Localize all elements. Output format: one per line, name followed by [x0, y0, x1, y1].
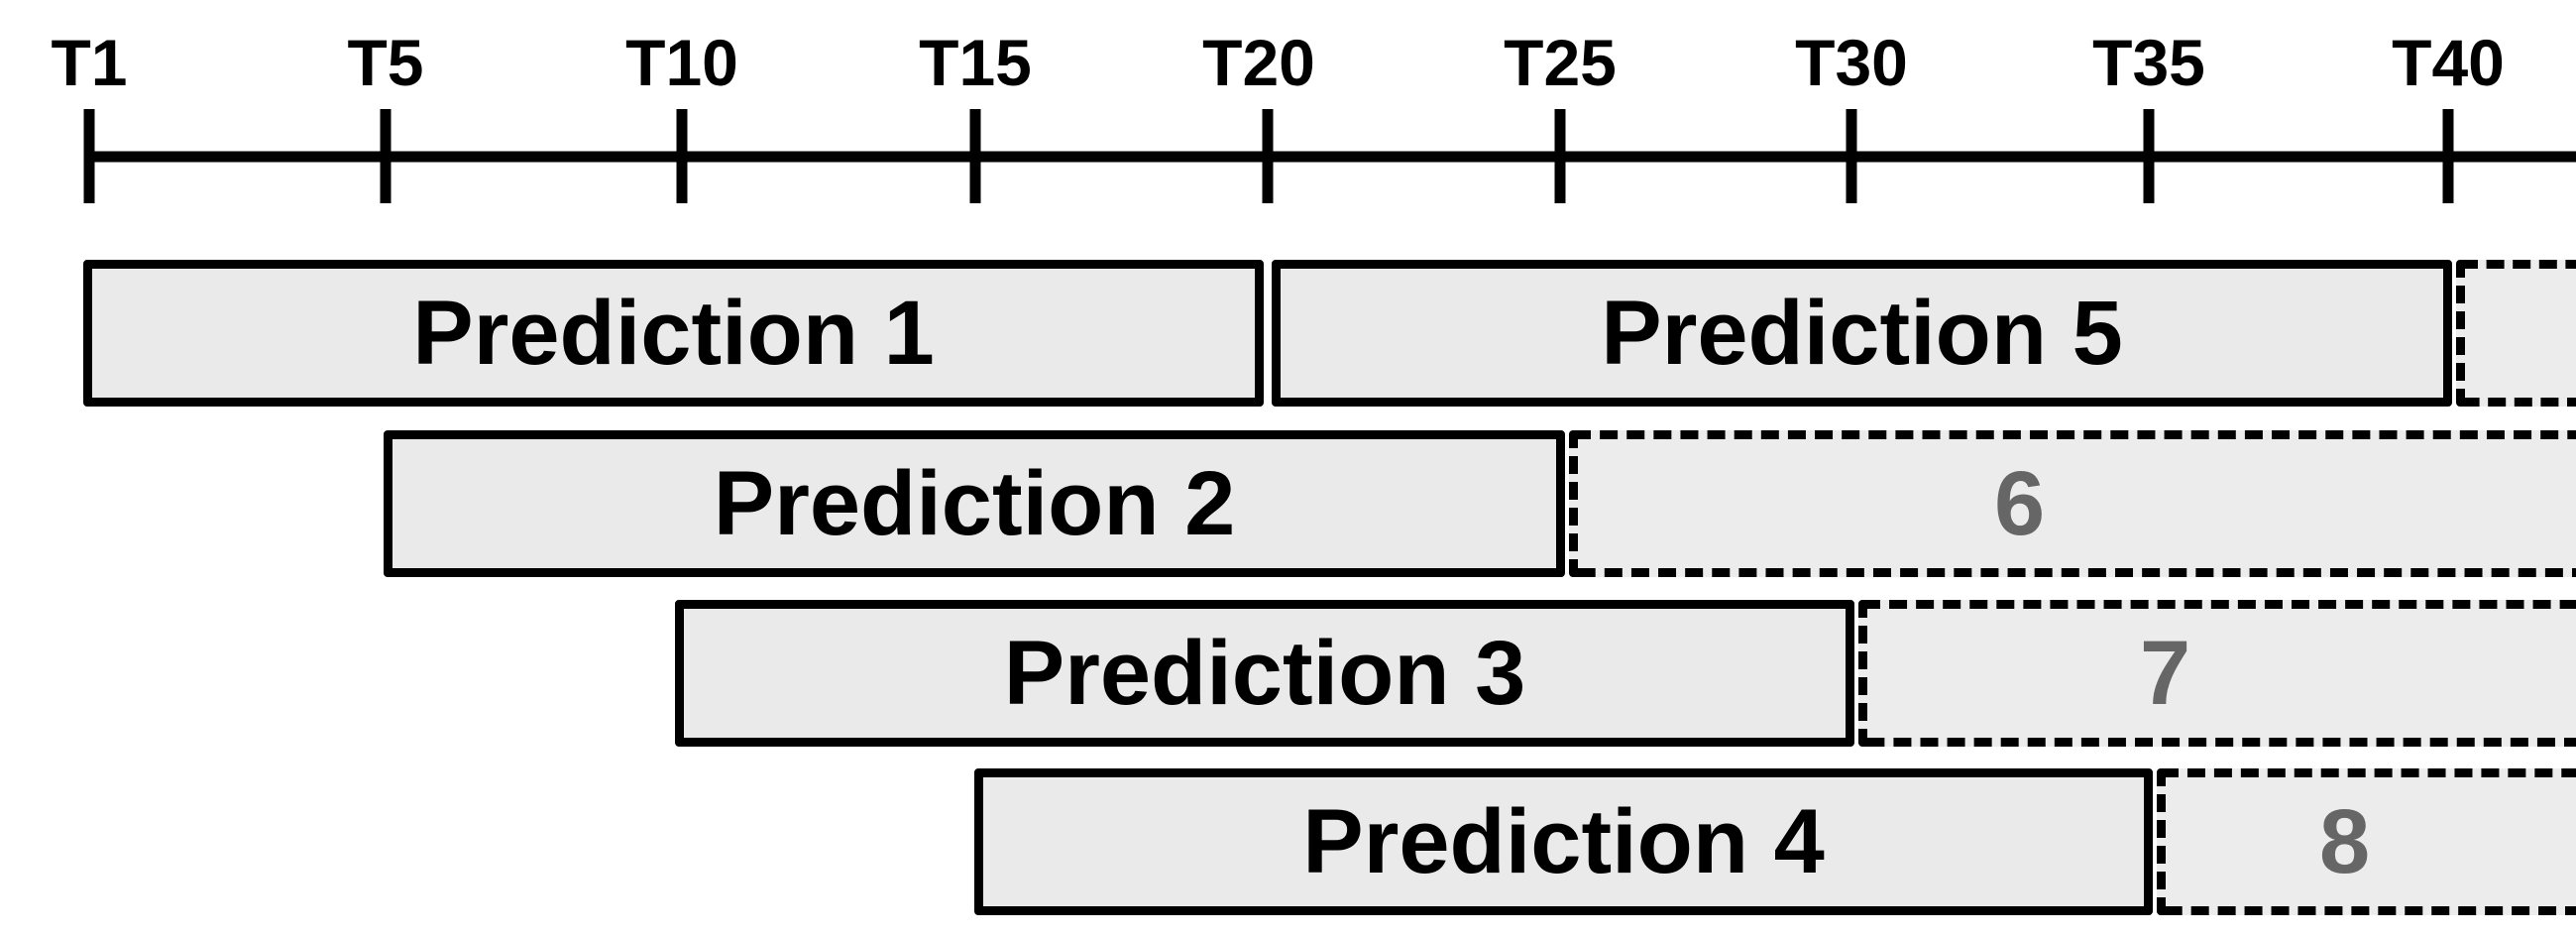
prediction-1-box: Prediction 1 — [83, 260, 1264, 407]
prediction-2-label: Prediction 2 — [713, 453, 1236, 554]
prediction-7-box: 7 — [1858, 600, 2576, 747]
prediction-9-partial-box — [2456, 260, 2576, 407]
tick-label-t1: T1 — [51, 26, 128, 99]
tick-label-t35: T35 — [2092, 26, 2205, 99]
tick-label-t15: T15 — [919, 26, 1032, 99]
prediction-6-box: 6 — [1569, 430, 2576, 577]
prediction-3-label: Prediction 3 — [1003, 623, 1526, 724]
prediction-6-label: 6 — [1994, 453, 2046, 554]
tick-label-t20: T20 — [1202, 26, 1315, 99]
prediction-5-box: Prediction 5 — [1272, 260, 2452, 407]
tick-label-t10: T10 — [625, 26, 738, 99]
tick-label-t40: T40 — [2392, 26, 2505, 99]
tick-label-t25: T25 — [1504, 26, 1617, 99]
prediction-4-label: Prediction 4 — [1302, 791, 1825, 892]
tick-label-t5: T5 — [347, 26, 424, 99]
prediction-5-label: Prediction 5 — [1601, 283, 2123, 384]
prediction-1-label: Prediction 1 — [412, 283, 935, 384]
prediction-2-box: Prediction 2 — [384, 430, 1565, 577]
prediction-3-box: Prediction 3 — [675, 600, 1854, 747]
tick-label-t30: T30 — [1795, 26, 1908, 99]
prediction-8-label: 8 — [2319, 791, 2371, 892]
prediction-8-box: 8 — [2157, 768, 2576, 915]
prediction-4-box: Prediction 4 — [974, 768, 2153, 915]
prediction-7-label: 7 — [2140, 623, 2191, 724]
